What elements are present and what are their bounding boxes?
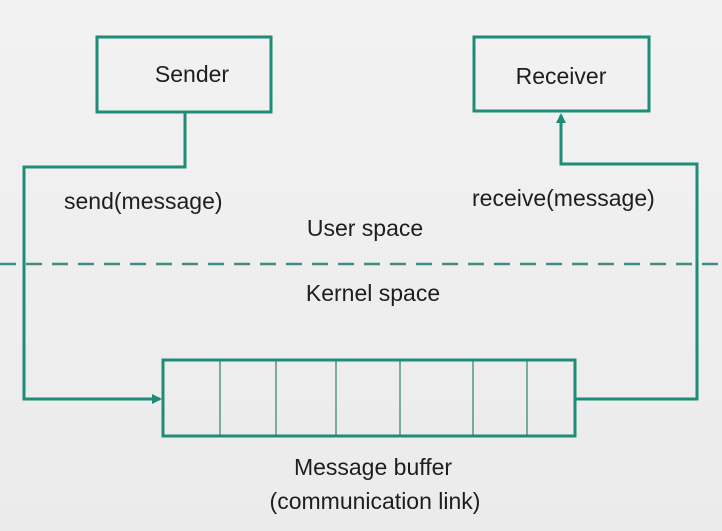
- receiver-label: Receiver: [515, 63, 607, 89]
- receive-call-label: receive(message): [472, 185, 655, 211]
- buffer-subtitle: (communication link): [269, 488, 481, 514]
- sender-label: Sender: [154, 61, 230, 87]
- kernel-space-label: Kernel space: [305, 280, 441, 306]
- buffer-title: Message buffer: [293, 454, 453, 480]
- send-path: [22, 112, 187, 404]
- receive-path: [556, 113, 699, 401]
- user-space-label: User space: [306, 215, 424, 241]
- receiver-box: [472, 35, 651, 113]
- message-buffer: [161, 358, 577, 438]
- send-call-label: send(message): [64, 188, 223, 214]
- message-buffer-outline: [161, 358, 577, 438]
